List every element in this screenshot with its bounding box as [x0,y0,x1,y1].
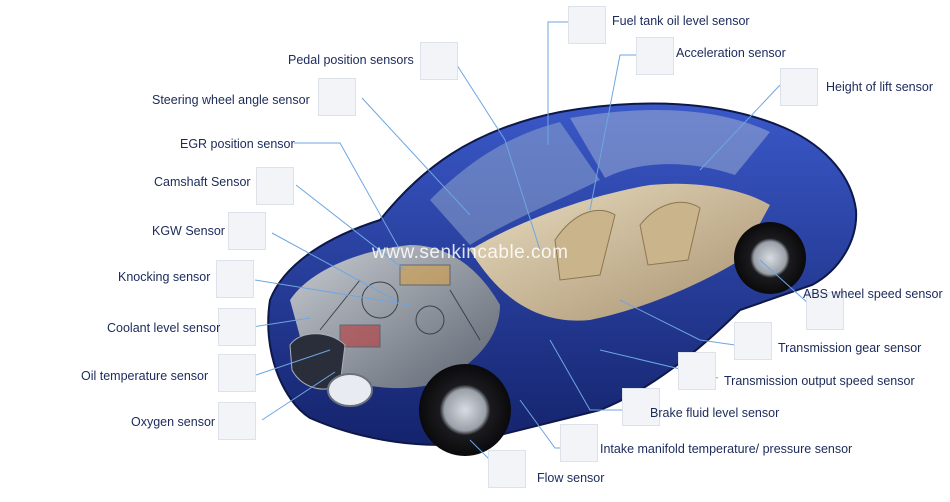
seat [554,209,616,281]
label-knocking: Knocking sensor [118,270,211,284]
front-wheel [419,364,511,456]
leader-line [261,371,336,421]
coolant-level-sensor-icon [218,308,256,346]
oil-temperature-sensor-icon [218,354,256,392]
label-oil-temperature: Oil temperature sensor [81,369,209,383]
label-oxygen: Oxygen sensor [131,415,216,429]
label-intake-manifold: Intake manifold temperature/ pressure se… [600,442,853,456]
leader-line [294,142,401,251]
leader-line [245,317,311,329]
leader-lines [245,21,811,466]
transmission-gear-sensor-icon [734,322,772,360]
label-coolant-level: Coolant level sensor [107,321,221,335]
leader-line [699,84,781,171]
intake-manifold-sensor-icon [560,424,598,462]
steering-wheel-sensor-icon [318,78,356,116]
oxygen-sensor-icon [218,402,256,440]
brake-fluid-sensor-icon [622,388,660,426]
leader-line [295,184,406,271]
leader-line [254,279,411,306]
flow-sensor-icon [488,450,526,488]
knocking-sensor-icon [216,260,254,298]
label-transmission-output-speed: Transmission output speed sensor [724,374,915,388]
roof-glass [570,109,770,178]
abs-wheel-speed-sensor-icon [806,292,844,330]
label-camshaft: Camshaft Sensor [154,175,251,189]
camshaft-sensor-icon [256,167,294,205]
label-height-of-lift: Height of lift sensor [826,80,933,94]
label-fuel-tank: Fuel tank oil level sensor [612,14,750,28]
pedal-position-sensor-icon [420,42,458,80]
label-transmission-gear: Transmission gear sensor [778,341,922,355]
windshield-glass [430,122,600,245]
label-steering-wheel: Steering wheel angle sensor [152,93,310,107]
headlight [327,373,373,407]
fuel-tank-sensor-icon [568,6,606,44]
label-abs-wheel-speed: ABS wheel speed sensor [803,287,943,301]
leader-line [619,299,736,346]
kgw-sensor-icon [228,212,266,250]
watermark: www.senkincable.com [372,242,569,263]
label-brake-fluid-level: Brake fluid level sensor [650,406,780,420]
height-of-lift-sensor-icon [780,68,818,106]
leader-line [361,97,471,216]
front-grille [289,333,346,390]
leader-line [454,61,541,251]
engine-details [319,264,481,348]
label-flow: Flow sensor [537,471,605,485]
leader-line [271,232,396,301]
acceleration-sensor-icon [636,37,674,75]
label-acceleration: Acceleration sensor [676,46,786,60]
label-egr-position: EGR position sensor [180,137,295,151]
label-pedal-position: Pedal position sensors [288,53,414,67]
transmission-output-sensor-icon [678,352,716,390]
seat [639,201,701,266]
leader-line [759,259,811,306]
leader-line [255,349,331,376]
rear-wheel [734,222,806,294]
label-kgw: KGW Sensor [152,224,225,238]
